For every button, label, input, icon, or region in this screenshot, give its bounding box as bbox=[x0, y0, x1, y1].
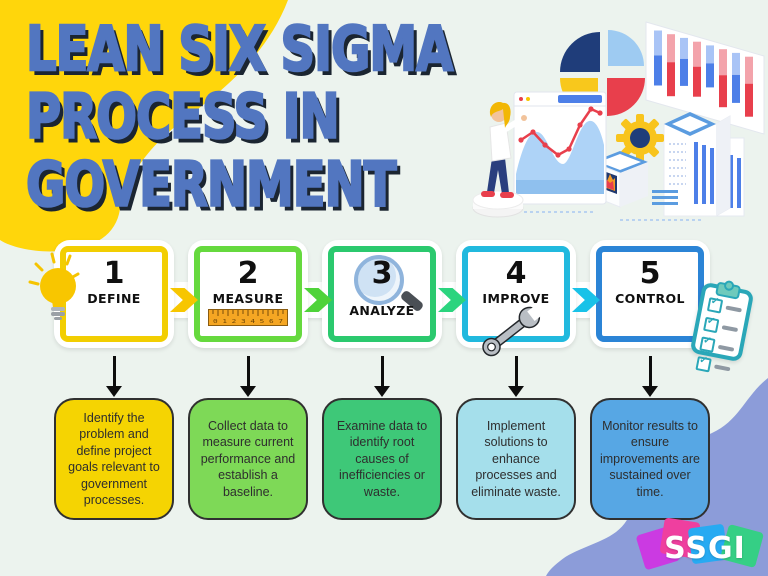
step-number: 4 bbox=[505, 256, 527, 291]
step-number: 3 bbox=[371, 256, 393, 291]
step-label: DEFINE bbox=[87, 291, 141, 306]
step-label: ANALYZE bbox=[349, 303, 415, 318]
down-arrow bbox=[508, 356, 524, 398]
magnifier-icon bbox=[354, 255, 404, 305]
step-box-control: 5 CONTROL bbox=[590, 240, 755, 373]
step-box-measure: 2 MEASURE 0 1 2 3 4 5 6 7 bbox=[188, 240, 308, 348]
checkbox-icon bbox=[695, 356, 712, 373]
down-arrow bbox=[374, 356, 390, 398]
step-label: IMPROVE bbox=[482, 291, 550, 306]
title-line-1: LEAN SIX SIGMA bbox=[25, 13, 454, 86]
lightbulb-icon bbox=[28, 252, 80, 320]
step-number: 1 bbox=[103, 256, 125, 291]
checkbox-icon bbox=[703, 316, 720, 334]
analytics-illustration bbox=[472, 21, 765, 221]
step-label: CONTROL bbox=[615, 291, 685, 306]
step-box-analyze: 3 ANALYZE bbox=[322, 240, 442, 348]
step-column-control: 5 CONTROL Monitor results to ensure impr… bbox=[590, 240, 755, 520]
step-column-measure: 2 MEASURE 0 1 2 3 4 5 6 7 bbox=[188, 240, 308, 520]
yellow-blob bbox=[0, 0, 288, 252]
down-arrow bbox=[240, 356, 256, 398]
down-arrow bbox=[106, 356, 122, 398]
ruler-icon: 0 1 2 3 4 5 6 7 bbox=[208, 309, 288, 326]
step-number: 5 bbox=[639, 256, 661, 291]
step-column-analyze: 3 ANALYZE Examine data to identify root … bbox=[322, 240, 442, 520]
line-chart-window bbox=[513, 91, 607, 205]
page-title: LEAN SIX SIGMA PROCESS IN GOVERNMENT bbox=[25, 13, 454, 221]
step-card-analyze: Examine data to identify root causes of … bbox=[322, 398, 442, 520]
step-description: Monitor results to ensure improvements a… bbox=[599, 418, 701, 499]
step-description: Identify the problem and define project … bbox=[68, 410, 160, 508]
step-number: 2 bbox=[237, 256, 259, 291]
title-line-2: PROCESS IN bbox=[25, 81, 341, 153]
building-icon bbox=[652, 112, 745, 217]
step-box-improve: 4 IMPROVE bbox=[456, 240, 576, 357]
step-card-improve: Implement solutions to enhance processes… bbox=[456, 398, 576, 520]
ruler-numbers: 0 1 2 3 4 5 6 7 bbox=[213, 319, 283, 325]
step-label: MEASURE bbox=[212, 291, 284, 306]
down-arrow bbox=[642, 356, 658, 398]
wrench-icon bbox=[482, 302, 546, 357]
step-card-define: Identify the problem and define project … bbox=[54, 398, 174, 520]
step-box-define: 1 DEFINE bbox=[28, 240, 174, 348]
step-column-improve: 4 IMPROVE Implement solutions to enhance… bbox=[456, 240, 576, 520]
checkbox-icon bbox=[699, 336, 716, 353]
gear-icon bbox=[616, 114, 664, 162]
checkbox-icon bbox=[706, 297, 724, 314]
title-line-3: GOVERNMENT bbox=[25, 149, 397, 221]
step-card-measure: Collect data to measure current performa… bbox=[188, 398, 308, 520]
step-column-define: 1 DEFINE Identify the problem and define… bbox=[28, 240, 174, 520]
bar-chart-icon bbox=[645, 21, 765, 135]
step-description: Implement solutions to enhance processes… bbox=[471, 418, 561, 499]
ssgi-logo: SSGI bbox=[635, 517, 768, 576]
step-description: Collect data to measure current performa… bbox=[200, 418, 296, 499]
logo-text: SSGI bbox=[664, 531, 746, 566]
person-figure bbox=[472, 102, 527, 218]
step-card-control: Monitor results to ensure improvements a… bbox=[590, 398, 710, 520]
step-description: Examine data to identify root causes of … bbox=[336, 418, 428, 499]
